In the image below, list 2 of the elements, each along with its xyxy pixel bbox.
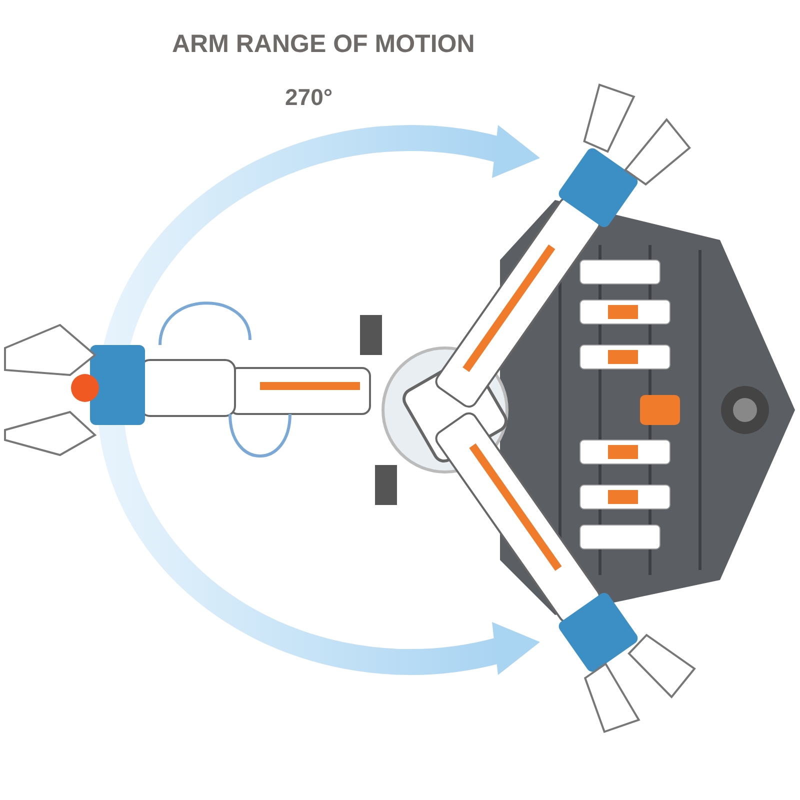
diagram-title: ARM RANGE OF MOTION bbox=[172, 30, 475, 59]
angle-label: 270° bbox=[285, 84, 333, 111]
